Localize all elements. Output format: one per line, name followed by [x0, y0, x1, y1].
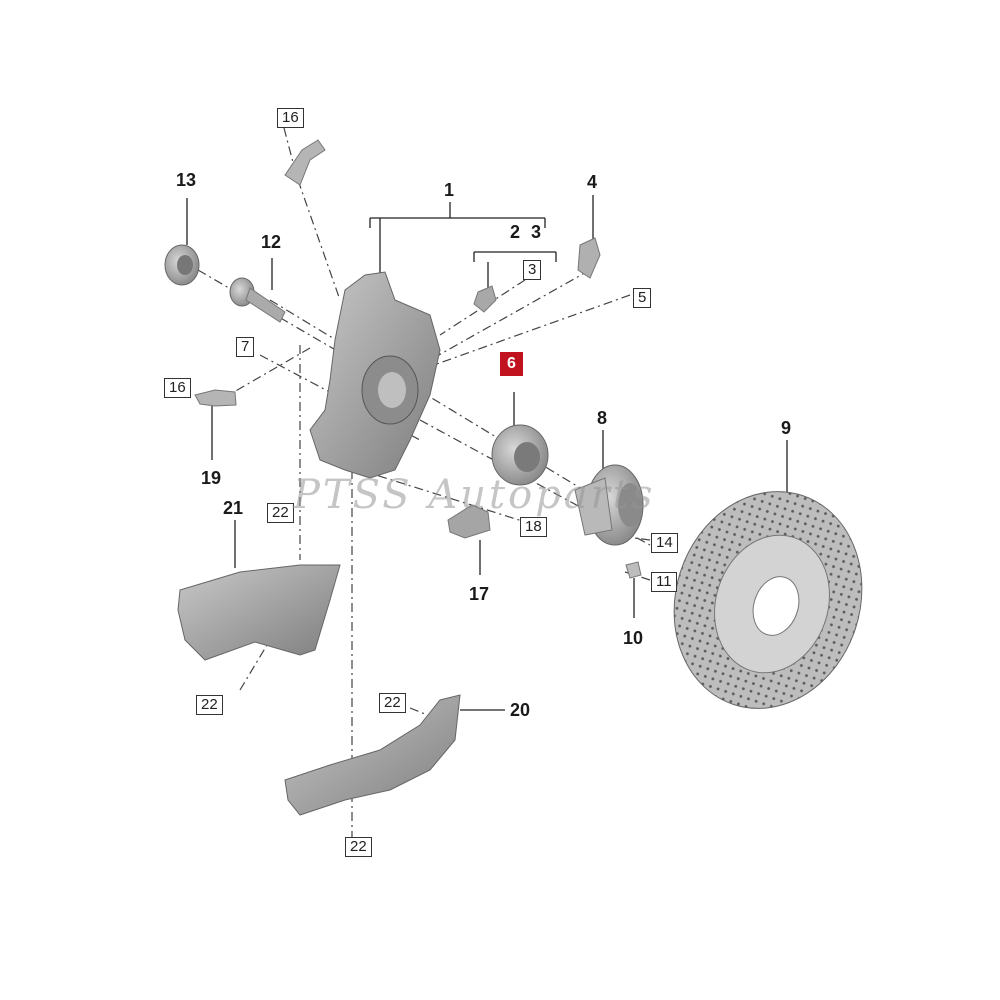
sensor-part [577, 237, 601, 279]
label-part-8: 8 [597, 408, 608, 428]
bracket-part [473, 285, 497, 313]
label-part-9: 9 [781, 418, 792, 438]
shield-bracket-part [447, 504, 491, 539]
label-part-2: 2 [510, 222, 521, 242]
ref-box-6-highlighted: 6 [500, 352, 523, 376]
wheel-bearing-part [491, 424, 549, 486]
label-part-4: 4 [587, 172, 598, 192]
wheel-carrier-part [309, 271, 441, 479]
label-part-3: 3 [531, 222, 542, 242]
clip-part-top [284, 139, 326, 186]
clip-part-left [194, 389, 237, 407]
ref-box-22-guide-bottom: 22 [345, 837, 372, 857]
label-part-21: 21 [223, 498, 244, 518]
ref-box-22-shield-bottom: 22 [196, 695, 223, 715]
bolt-part [229, 277, 286, 323]
label-part-13: 13 [176, 170, 197, 190]
wheel-bolt-part [625, 561, 642, 579]
ref-box-22-shield-top: 22 [267, 503, 294, 523]
label-part-17: 17 [469, 584, 490, 604]
nut-part [164, 244, 200, 286]
brake-disc-part [673, 491, 863, 709]
label-part-1: 1 [444, 180, 455, 200]
label-part-10: 10 [623, 628, 644, 648]
label-part-20: 20 [510, 700, 531, 720]
ref-box-7: 7 [236, 337, 255, 357]
ref-box-18: 18 [520, 517, 547, 537]
ref-box-22-guide-top: 22 [379, 693, 406, 713]
ref-box-11: 11 [651, 572, 677, 592]
label-part-19: 19 [201, 468, 222, 488]
label-part-12: 12 [261, 232, 282, 252]
splash-shield-part [177, 564, 341, 661]
wheel-hub-part [574, 464, 644, 546]
ref-box-5: 5 [633, 288, 652, 308]
ref-box-16-left: 16 [164, 378, 191, 398]
ref-box-3: 3 [523, 260, 542, 280]
ref-box-16-top: 16 [277, 108, 304, 128]
watermark-text: PTSS Autoparts [293, 472, 656, 518]
leader-lines [186, 195, 788, 711]
ref-box-14: 14 [651, 533, 678, 553]
air-guide-part [284, 694, 461, 816]
